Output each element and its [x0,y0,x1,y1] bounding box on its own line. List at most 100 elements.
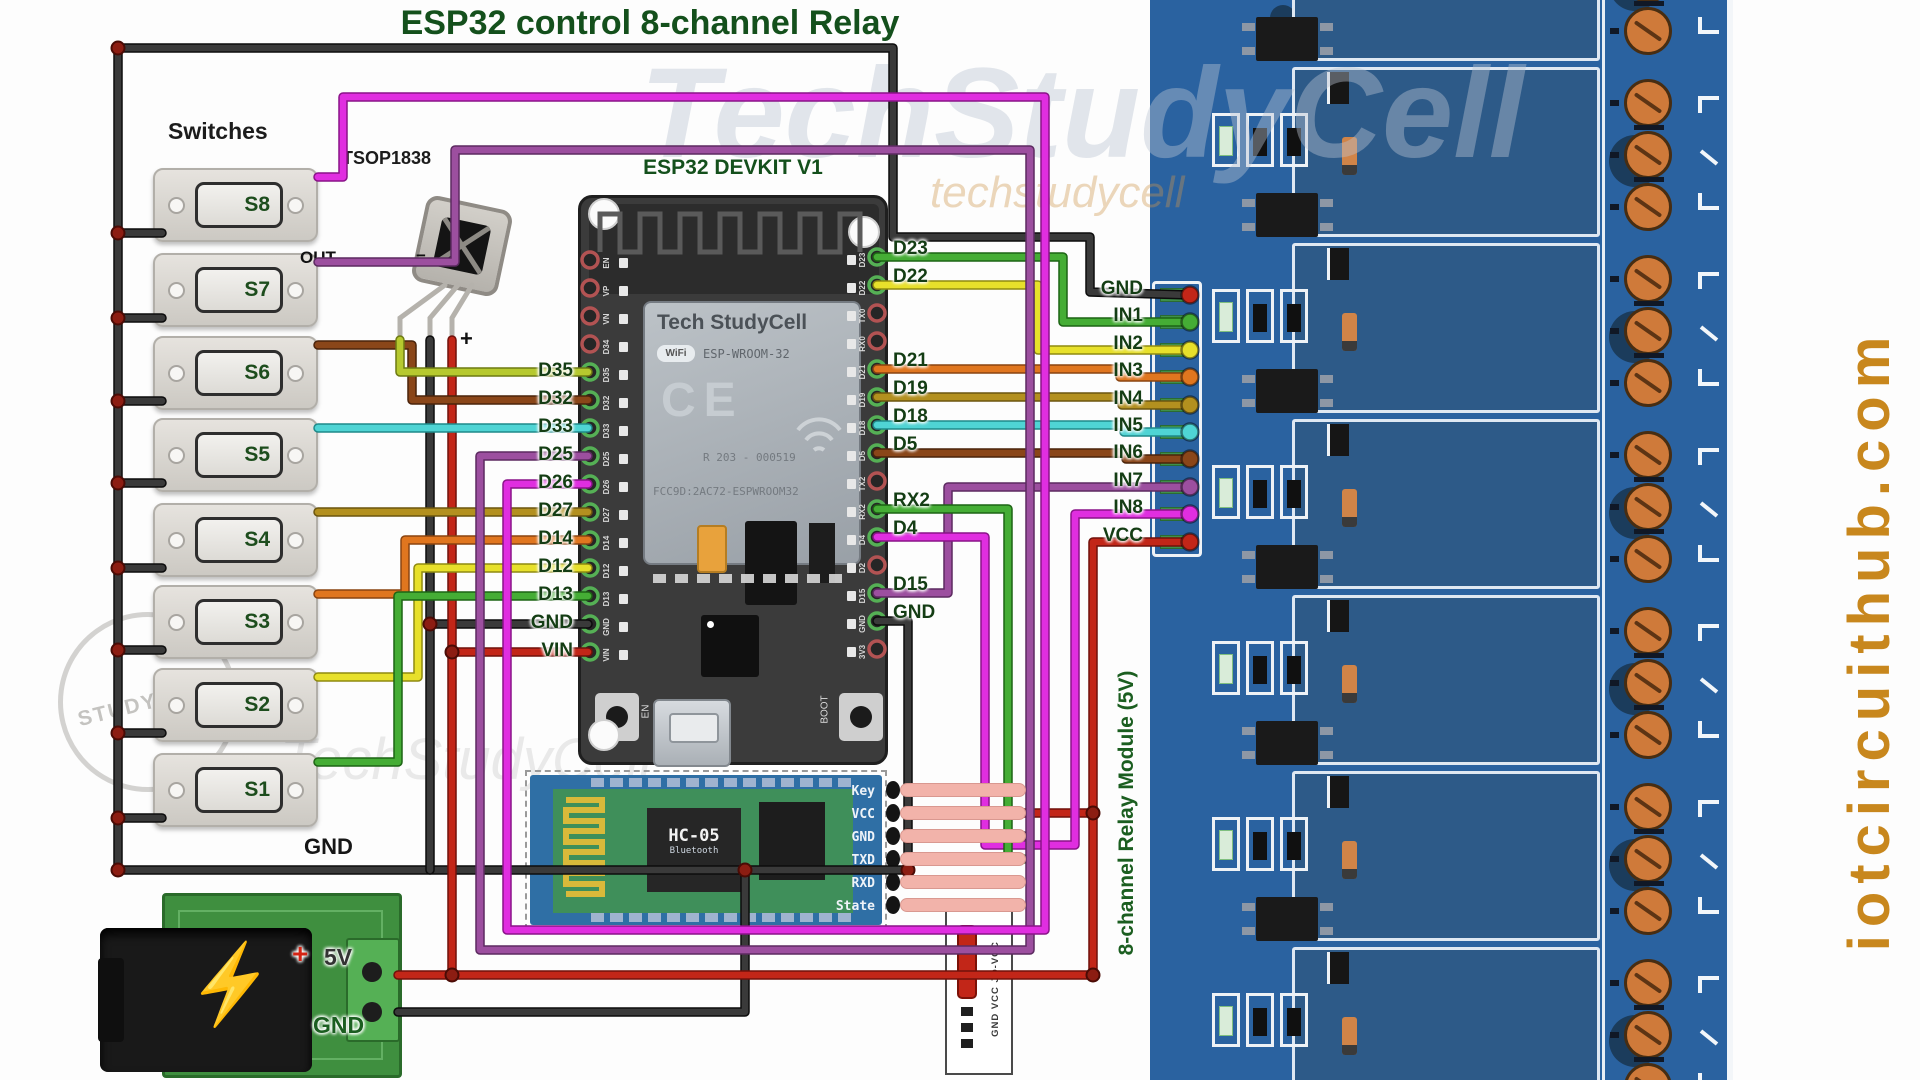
terminal-bar [1634,353,1664,358]
esp32-right-label-d18: D18 [893,406,928,427]
switch-hole [287,697,304,714]
switch-s6: S6 [153,336,318,410]
opto-leg [1320,223,1333,231]
esp32-left-label-d33: D33 [538,416,573,437]
pin-pad [847,423,856,433]
hc05-chip-sublabel: Bluetooth [669,846,719,856]
hc05-pin-loop [886,827,900,845]
esp32-right-label-d23: D23 [893,238,928,259]
pin-pad [847,619,856,629]
pin-pad [847,535,856,545]
esp32-right-label-d22: D22 [893,266,928,287]
esp32-board: Tech StudyCell WiFi ESP-WROOM-32 CE R 20… [578,195,888,767]
opto-leg [1242,927,1255,935]
junction-dot [444,967,460,983]
opto-leg [1320,375,1333,383]
pin-pad [619,650,628,660]
pin-pad [619,370,628,380]
terminal-screw [1624,887,1672,935]
terminal-bar [1634,477,1664,482]
screw-slot [1633,972,1663,994]
opto-leg [1320,575,1333,583]
pin-pad [619,622,628,632]
screw-slot [1633,92,1663,114]
switch-label: S5 [244,443,270,466]
terminal-screw [1624,659,1672,707]
screw-slot [1633,196,1663,218]
screw-slot [1633,1076,1663,1080]
terminal-screw [1624,535,1672,583]
hc05-pin-stub-rxd [900,875,1026,889]
micro-usb-port [653,699,731,767]
switch-rocker: S8 [195,182,283,228]
esp32-left-label-d13: D13 [538,584,573,605]
switch-hole [168,697,185,714]
esp32-right-label-rx2: RX2 [893,490,930,511]
diode-body [1253,480,1267,508]
flyback-diode [1246,465,1274,519]
resistor-band [1342,869,1357,879]
relay-label-in5: IN5 [1113,415,1143,436]
pin-silk-rx2: RX2 [858,504,867,520]
pin-pad [619,314,628,324]
power-supply: ⚡ [98,890,408,1080]
flyback-diode [1246,641,1274,695]
site-watermark: iotcircuithub.com [1837,328,1902,952]
switch-hole [287,282,304,299]
junction-dot [110,40,126,56]
switch-s3: S3 [153,585,318,659]
pin-silk-3v3: 3V3 [858,644,867,660]
transistor [1327,600,1349,632]
resistor [1342,489,1357,527]
hc05-pin-stub-txd [900,852,1026,866]
terminal-bar [1634,177,1664,182]
status-led [1212,641,1240,695]
switch-hole [287,447,304,464]
switch-s8: S8 [153,168,318,242]
hc05-pad [591,778,604,787]
resistor-band [1342,165,1357,175]
flyback-diode [1280,289,1308,343]
hc05-pin-loop [886,781,900,799]
screw-slot [1633,20,1663,42]
solder-pad [829,574,842,583]
hc05-pin-label-gnd: GND [851,830,875,845]
esp32-title: ESP32 DEVKIT V1 [643,156,823,179]
hc05-pad [648,913,661,922]
hc05-pad [667,913,680,922]
esp32-right-label-d21: D21 [893,350,928,371]
led-body [1219,1006,1233,1036]
tsop-lens [432,216,492,276]
pin-pad [847,507,856,517]
flyback-diode [1280,993,1308,1047]
header-pad-vcc [1160,535,1184,549]
terminal-bar [1634,1,1664,6]
terminal-tick [1610,1032,1619,1038]
opto-leg [1320,47,1333,55]
terminal-screw [1624,183,1672,231]
diode-body [1287,304,1301,332]
switch-rocker: S6 [195,350,283,396]
pin-pad [847,311,856,321]
esp32-left-label-d12: D12 [538,556,573,577]
terminal-tick [1610,276,1619,282]
hc05-pad [838,913,851,922]
pin-silk-gnd: GND [602,618,611,636]
resistor-band [1342,693,1357,703]
hc05-pad [629,913,642,922]
hc05-pad [705,913,718,922]
tsop1838-label: TSOP1838 [342,148,432,168]
screw-slot [1633,320,1663,342]
hc05-pin-label-vcc: VCC [851,807,875,822]
pin-pad [619,398,628,408]
pin-silk-rx0: RX0 [858,336,867,352]
hc05-pad [724,778,737,787]
opto-leg [1242,751,1255,759]
relay-label-vcc: VCC [1102,525,1143,546]
pin-pad [619,426,628,436]
jdvcc-jumper-cap [957,925,977,999]
esp32-antenna-zone [589,204,879,294]
pin-pad [619,510,628,520]
solder-pad [653,574,666,583]
terminal-screw [1624,307,1672,355]
